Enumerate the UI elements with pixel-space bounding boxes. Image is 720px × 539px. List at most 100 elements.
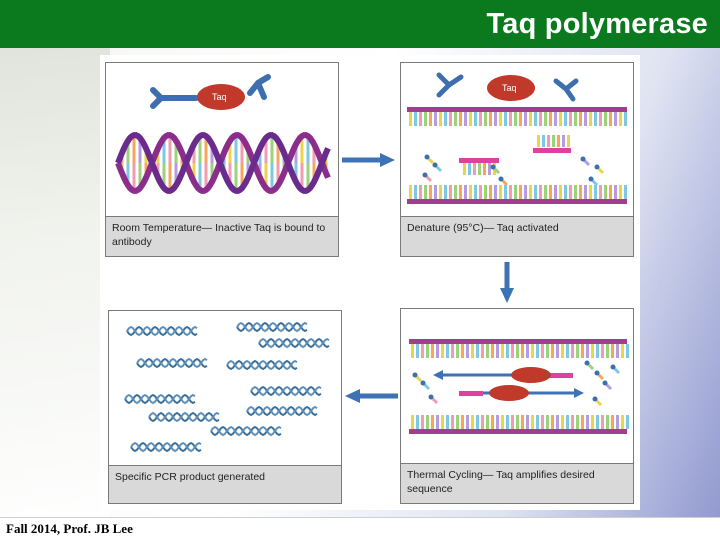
base xyxy=(521,344,524,358)
primer-short xyxy=(533,148,571,153)
taq-enzyme-ellipse xyxy=(197,84,245,110)
base xyxy=(562,135,565,147)
caption-thermal-cycling: Thermal Cycling— Taq amplifies desired s… xyxy=(401,463,633,503)
taq-enzyme-ellipse xyxy=(489,385,529,401)
base xyxy=(501,415,504,429)
base xyxy=(431,415,434,429)
base xyxy=(511,344,514,358)
base xyxy=(599,112,602,126)
base xyxy=(579,112,582,126)
footer: Fall 2014, Prof. JB Lee xyxy=(0,517,720,539)
base xyxy=(464,112,467,126)
base xyxy=(483,163,486,175)
strand-backbone xyxy=(407,199,627,204)
slide-title: Taq polymerase xyxy=(486,8,708,40)
base xyxy=(449,112,452,126)
base xyxy=(471,344,474,358)
base xyxy=(541,344,544,358)
base xyxy=(566,415,569,429)
base xyxy=(436,344,439,358)
base xyxy=(419,185,422,199)
panel-thermal-cycling: Thermal Cycling— Taq amplifies desired s… xyxy=(400,308,634,504)
base xyxy=(516,344,519,358)
base xyxy=(619,185,622,199)
antibody-left xyxy=(150,87,199,109)
caption-denature: Denature (95°C)— Taq activated xyxy=(401,216,633,256)
base xyxy=(609,185,612,199)
base xyxy=(464,185,467,199)
base xyxy=(626,415,629,429)
nucleotide-phosphate xyxy=(422,172,428,178)
arrow-right xyxy=(342,153,395,167)
base xyxy=(557,135,560,147)
base xyxy=(411,344,414,358)
base xyxy=(604,185,607,199)
base xyxy=(531,344,534,358)
base xyxy=(509,185,512,199)
thermal-cycling-illustration xyxy=(409,339,629,434)
base xyxy=(614,185,617,199)
base xyxy=(539,112,542,126)
nucleotide-phosphate xyxy=(498,176,504,182)
base xyxy=(491,415,494,429)
base xyxy=(478,163,481,175)
base xyxy=(504,112,507,126)
base xyxy=(611,344,614,358)
base xyxy=(616,344,619,358)
base xyxy=(484,185,487,199)
base xyxy=(456,415,459,429)
helix-strand xyxy=(246,405,318,417)
base xyxy=(524,185,527,199)
base xyxy=(549,112,552,126)
helix-strand xyxy=(226,359,298,371)
base xyxy=(466,415,469,429)
title-bar: Taq polymerase xyxy=(0,0,720,48)
base xyxy=(541,415,544,429)
base xyxy=(549,185,552,199)
base xyxy=(569,112,572,126)
base xyxy=(519,185,522,199)
base xyxy=(489,185,492,199)
helix-strand xyxy=(210,425,282,437)
base xyxy=(444,112,447,126)
base xyxy=(524,112,527,126)
taq-enzyme-ellipse xyxy=(511,367,551,383)
base xyxy=(474,112,477,126)
base xyxy=(534,185,537,199)
nucleotide-phosphate xyxy=(428,394,434,400)
base xyxy=(496,415,499,429)
nucleotide-phosphate xyxy=(592,396,598,402)
panel-pcr-product: Specific PCR product generated xyxy=(108,310,342,504)
caption-room-temperature: Room Temperature— Inactive Taq is bound … xyxy=(106,216,338,256)
base xyxy=(586,344,589,358)
base xyxy=(571,344,574,358)
base xyxy=(476,344,479,358)
base xyxy=(459,112,462,126)
base xyxy=(569,185,572,199)
top-template-strand xyxy=(409,339,629,358)
base xyxy=(434,185,437,199)
base xyxy=(574,185,577,199)
base xyxy=(481,344,484,358)
base xyxy=(594,112,597,126)
base xyxy=(539,185,542,199)
base xyxy=(509,112,512,126)
nucleotide-phosphate xyxy=(424,154,430,160)
base xyxy=(416,344,419,358)
base xyxy=(584,185,587,199)
base xyxy=(559,112,562,126)
base xyxy=(496,344,499,358)
helix-strand xyxy=(124,393,196,405)
helix-strand xyxy=(250,385,322,397)
nucleotide-phosphate xyxy=(584,360,590,366)
base xyxy=(491,344,494,358)
base xyxy=(469,185,472,199)
base xyxy=(621,344,624,358)
base xyxy=(461,415,464,429)
base xyxy=(456,344,459,358)
arrow-down xyxy=(500,262,514,303)
helix-strand-b xyxy=(115,132,331,194)
base xyxy=(494,112,497,126)
free-nucleotides xyxy=(422,154,605,187)
base xyxy=(606,415,609,429)
